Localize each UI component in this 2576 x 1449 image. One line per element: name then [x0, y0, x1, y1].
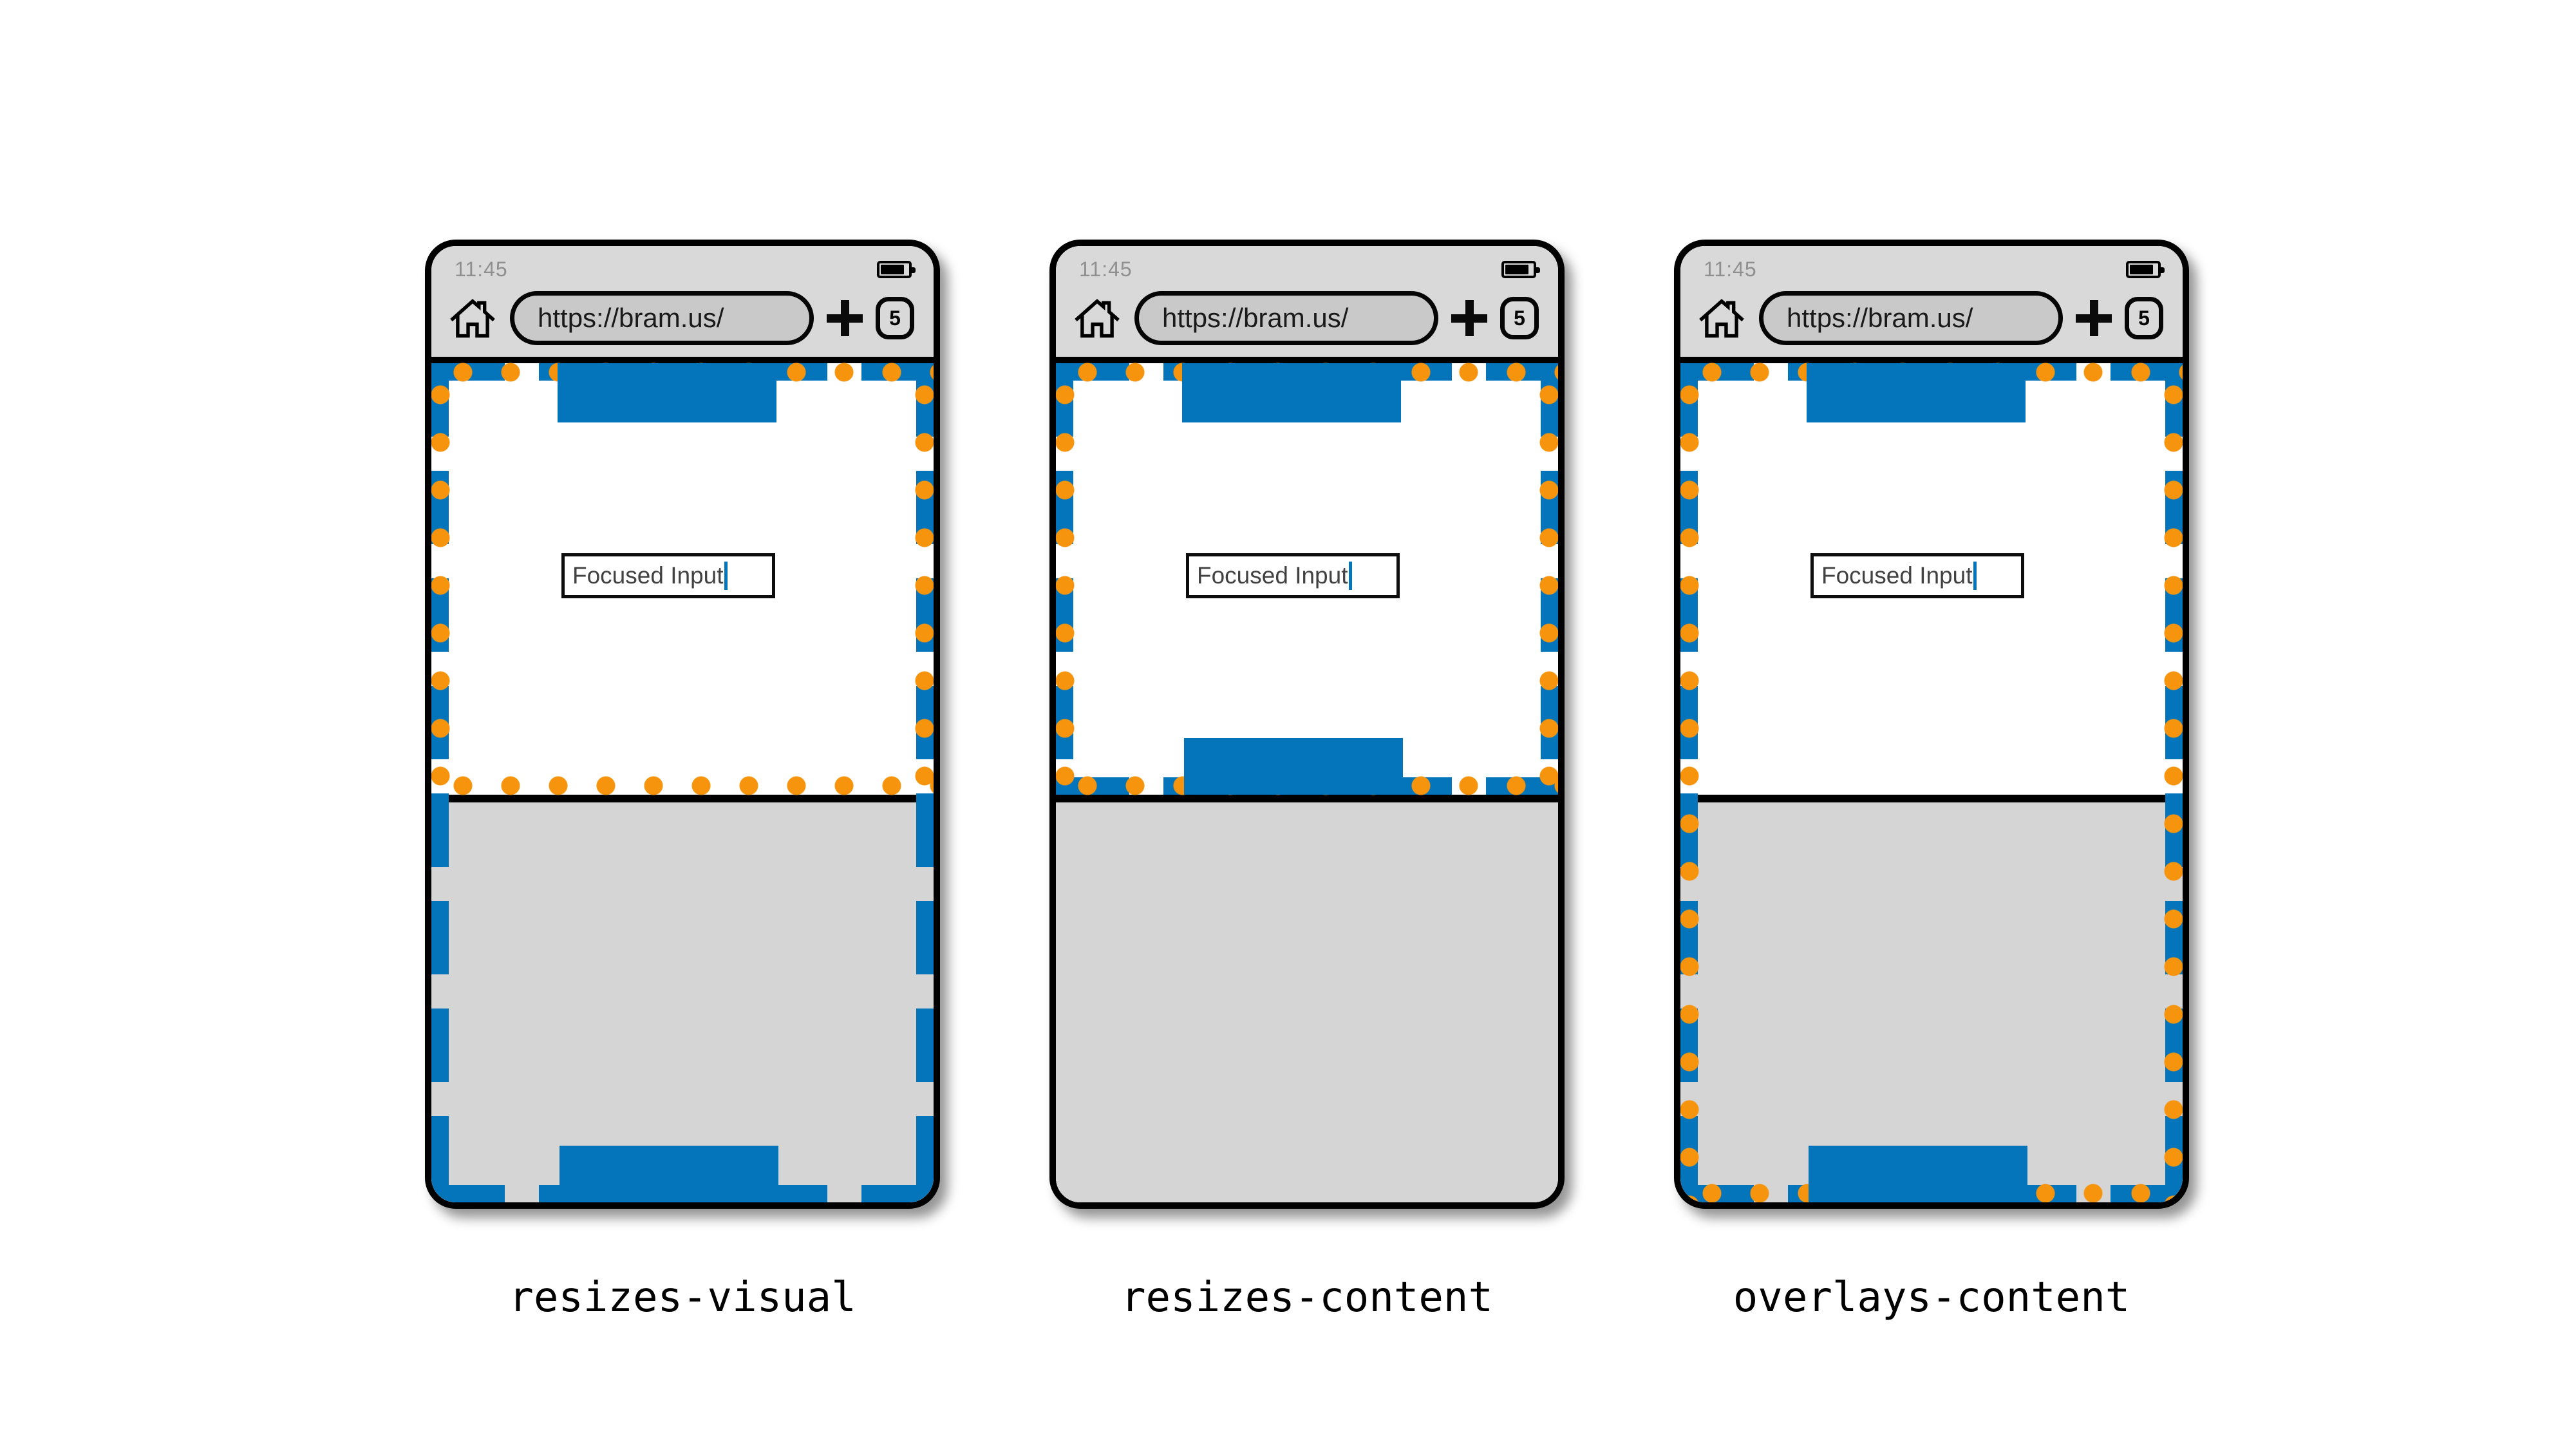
dotted-edge-right: [2164, 363, 2183, 1202]
tab-count: 5: [2138, 306, 2150, 330]
page-header-block: [1182, 363, 1401, 422]
status-time: 11:45: [455, 257, 508, 281]
browser-chrome: 11:45 https://bram.us/ 5: [1056, 246, 1558, 357]
battery-icon: [1501, 260, 1540, 278]
home-icon[interactable]: [448, 296, 497, 341]
new-tab-plus-icon[interactable]: [2076, 300, 2112, 336]
dotted-edge-left: [1680, 363, 1699, 1202]
dotted-edge-right: [915, 363, 934, 795]
phone-caption-resizes-visual: resizes-visual: [509, 1274, 856, 1321]
tab-count: 5: [889, 306, 901, 330]
page-area: Focused Input: [431, 363, 934, 1202]
browser-toolbar: https://bram.us/ 5: [1056, 283, 1558, 357]
browser-toolbar: https://bram.us/ 5: [431, 283, 934, 357]
focused-input[interactable]: Focused Input: [561, 553, 775, 598]
url-text: https://bram.us/: [538, 303, 724, 333]
home-icon[interactable]: [1697, 296, 1746, 341]
page-header-block: [558, 363, 776, 422]
virtual-keyboard: [1680, 795, 2183, 1202]
status-time: 11:45: [1704, 257, 1757, 281]
focused-input[interactable]: Focused Input: [1810, 553, 2024, 598]
phone-mockup-overlays-content: 11:45 https://bram.us/ 5: [1674, 240, 2189, 1209]
page-footer-block: [1184, 738, 1403, 795]
dotted-edge-right: [1539, 363, 1558, 795]
new-tab-plus-icon[interactable]: [1451, 300, 1487, 336]
status-bar: 11:45: [1056, 246, 1558, 283]
page-footer-block: [559, 1146, 778, 1202]
browser-chrome: 11:45 https://bram.us/ 5: [1680, 246, 2183, 357]
toolbar-separator: [1056, 357, 1558, 363]
tab-count-button[interactable]: 5: [2125, 297, 2163, 339]
input-text: Focused Input: [572, 562, 724, 589]
focused-input[interactable]: Focused Input: [1186, 553, 1400, 598]
status-bar: 11:45: [1680, 246, 2183, 283]
phone-mockup-resizes-content: 11:45 https://bram.us/ 5: [1049, 240, 1565, 1209]
page-header-block: [1807, 363, 2026, 422]
new-tab-plus-icon[interactable]: [827, 300, 863, 336]
home-icon[interactable]: [1073, 296, 1122, 341]
input-text: Focused Input: [1197, 562, 1348, 589]
dotted-edge-left: [1056, 363, 1075, 795]
phone-mockup-resizes-visual: 11:45 https://bram.us/ 5: [425, 240, 940, 1209]
phone-caption-overlays-content: overlays-content: [1733, 1274, 2130, 1321]
text-caret-icon: [1973, 562, 1977, 590]
battery-icon: [2126, 260, 2165, 278]
url-bar[interactable]: https://bram.us/: [1134, 291, 1438, 345]
url-text: https://bram.us/: [1162, 303, 1349, 333]
virtual-keyboard: [431, 795, 934, 1202]
phone-caption-resizes-content: resizes-content: [1121, 1274, 1493, 1321]
status-bar: 11:45: [431, 246, 934, 283]
url-bar[interactable]: https://bram.us/: [510, 291, 814, 345]
status-time: 11:45: [1079, 257, 1133, 281]
url-bar[interactable]: https://bram.us/: [1759, 291, 2063, 345]
toolbar-separator: [431, 357, 934, 363]
browser-chrome: 11:45 https://bram.us/ 5: [431, 246, 934, 357]
dotted-edge-bottom: [431, 776, 934, 795]
virtual-keyboard: [1056, 795, 1558, 1202]
toolbar-separator: [1680, 357, 2183, 363]
url-text: https://bram.us/: [1787, 303, 1973, 333]
tab-count: 5: [1514, 306, 1525, 330]
input-text: Focused Input: [1821, 562, 1973, 589]
page-footer-block: [1809, 1146, 2027, 1202]
tab-count-button[interactable]: 5: [1500, 297, 1539, 339]
tab-count-button[interactable]: 5: [876, 297, 914, 339]
browser-toolbar: https://bram.us/ 5: [1680, 283, 2183, 357]
text-caret-icon: [1349, 562, 1353, 590]
page-area: Focused Input: [1056, 363, 1558, 1202]
battery-icon: [877, 260, 916, 278]
visual-viewport-dotted-border: [1680, 363, 2183, 1202]
text-caret-icon: [724, 562, 728, 590]
dotted-edge-left: [431, 363, 450, 795]
page-area: Focused Input: [1680, 363, 2183, 1202]
